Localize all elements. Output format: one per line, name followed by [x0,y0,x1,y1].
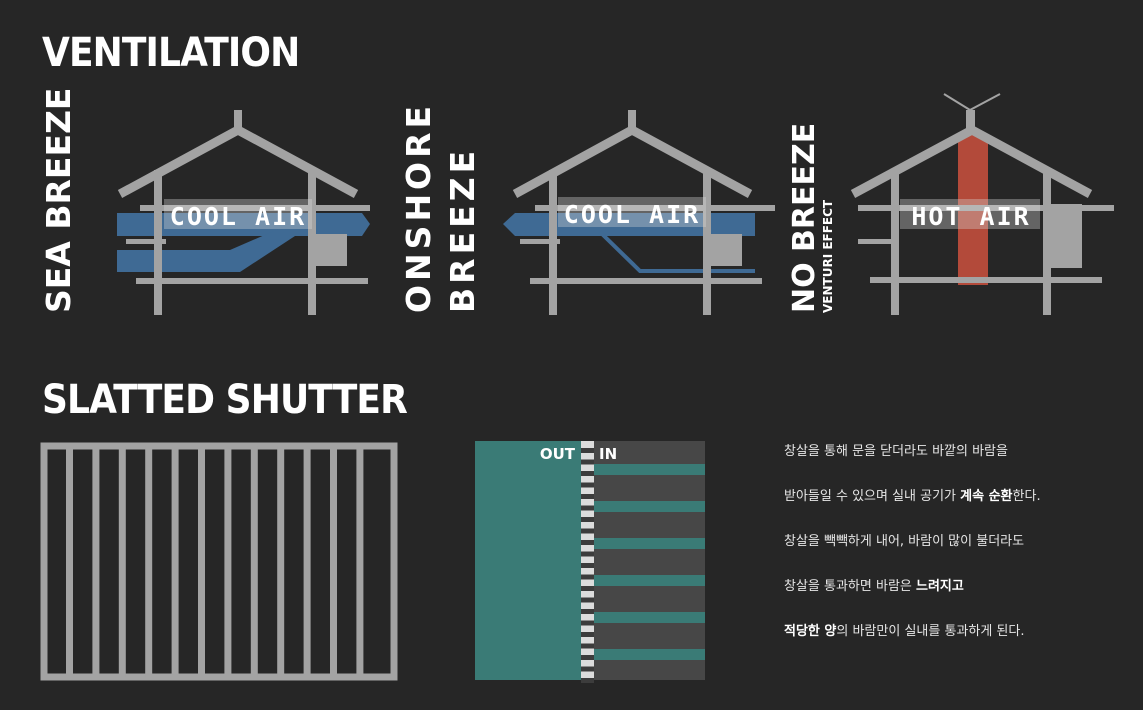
emphasis: 계속 순환 [960,489,1013,504]
beam [858,205,1114,211]
shutter-section-slat [581,528,594,534]
text: 의 바람만이 실내를 통과하게 된다. [836,624,1025,639]
sill [858,239,898,244]
description-line-5: 적당한 양의 바람만이 실내를 통과하게 된다. [784,620,1124,665]
sill [126,239,166,244]
inside-air-band [594,464,705,475]
air-label-bg [164,199,312,229]
inside-air-band [594,575,705,586]
text: 받아들일 수 있으며 실내 공기가 [784,489,961,504]
shutter-section-slat [581,551,594,557]
shutter-slat [224,446,232,677]
shutter-section-slat [581,517,594,522]
description-line-4: 창살을 통과하면 바람은 느려지고 [784,575,1124,620]
shutter-section-slat [581,505,594,511]
inside-air-band [594,538,705,549]
inside-air-band [594,649,705,660]
shutter-section-slat [581,459,594,465]
shutter-section-slat [581,632,594,637]
shutter-slat [250,446,258,677]
air-label: HOT AIR [911,202,1030,231]
shutter-section-slat [581,666,594,672]
beam [535,205,775,211]
shutter-section-slat [581,448,594,453]
shutter-slat [171,446,179,677]
shutter-section-slat [581,494,594,499]
house-sea-breeze: COOL AIR [117,110,370,315]
shutter-slat [198,446,205,677]
shutter-slat [145,446,153,677]
air-label-bg [900,199,1040,229]
text: 창살을 빽빽하게 내어, 바람이 많이 불더라도 [784,534,1025,549]
shutter-slat [356,446,364,677]
shutter-section-slat [581,471,594,476]
ventilation-title: VENTILATION [42,30,300,76]
antenna-left [943,93,971,111]
shutter-section-slat [581,655,594,660]
floor [870,277,1102,283]
shutter-slat [92,446,100,677]
cool-air-flow [503,213,755,236]
sea-breeze-label: SEA BREEZE [39,88,78,313]
shutter-section-slat [581,540,594,545]
shutter-slat [303,446,311,677]
roof-finial [966,110,975,132]
shutter-slat [277,446,285,677]
description-line-2: 받아들일 수 있으며 실내 공기가 계속 순환한다. [784,485,1124,530]
venturi-effect-label: VENTURI EFFECT [821,199,835,313]
sill [520,239,560,244]
in-label: IN [599,445,617,463]
shutter-section-slat [581,563,594,568]
shutter-section-slat [581,643,594,649]
roof-finial [628,110,636,134]
shutter-box [704,234,742,266]
antenna-right [969,93,1001,111]
shutter-slat [118,446,126,677]
air-label: COOL AIR [170,202,306,231]
cool-air-flow-lower [117,224,350,272]
description-line-3: 창살을 빽빽하게 내어, 바람이 많이 불더라도 [784,530,1124,575]
shutter-detail: OUT IN [475,441,705,683]
air-label-bg [558,197,706,227]
roof-finial [234,110,242,134]
inside-air-band [594,612,705,623]
description-line-1: 창살을 통해 문을 닫더라도 바깥의 바람을 [784,440,1124,485]
text: 창살을 통해 문을 닫더라도 바깥의 바람을 [784,444,1008,459]
shutter-description: 창살을 통해 문을 닫더라도 바깥의 바람을 받아들일 수 있으며 실내 공기가… [784,440,1124,665]
onshore-label: ONSHORE [399,102,438,313]
shutter-section-slat [581,574,594,580]
floor [530,278,762,284]
shutter-section-slat [581,597,594,603]
shutter-section [581,441,594,680]
house-no-breeze: HOT AIR [850,93,1114,315]
shutter-slat [66,446,73,677]
text: 한다. [1012,489,1041,504]
shutter-slat [330,446,337,677]
floor [136,278,368,284]
house-onshore-breeze: COOL AIR [503,110,775,315]
shutter-section-slat [581,586,594,591]
no-breeze-label: NO BREEZE [787,123,822,313]
cool-air-flow-thin [598,230,755,273]
breeze-label: BREEZE [443,147,482,313]
shutter-box [309,234,347,266]
text: 창살을 통과하면 바람은 [784,579,916,594]
shutter-section-slat [581,678,594,683]
inside-air-band [594,501,705,512]
slatted-shutter [40,442,398,681]
air-label: COOL AIR [564,200,700,229]
slatted-shutter-title: SLATTED SHUTTER [42,377,408,423]
shutter-section-slat [581,609,594,614]
inside-area [594,441,705,680]
shutter-section-slat [581,482,594,488]
outside-air-area [475,441,581,680]
out-label: OUT [540,445,576,463]
shutter-section-slat [581,620,594,626]
shutter-box [1044,204,1082,268]
beam [140,205,370,211]
shutter-frame [40,442,398,681]
emphasis: 적당한 양 [784,624,837,639]
emphasis: 느려지고 [916,579,964,594]
